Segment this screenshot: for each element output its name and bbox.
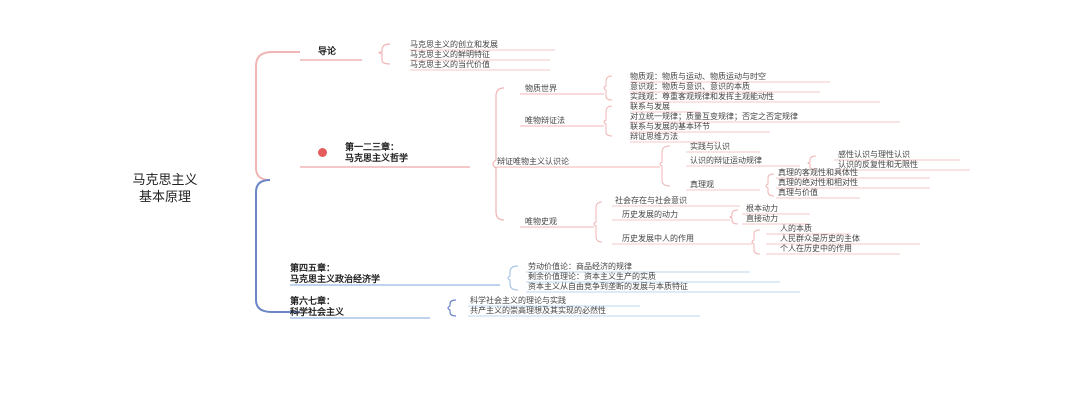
root-bracket-lower [255, 179, 300, 313]
dialectics-item-1: 联系与发展 [630, 102, 670, 111]
root-title-line2: 基本原理 [138, 190, 191, 205]
epistemology-practice: 实践与认识 [690, 142, 730, 151]
materialism-bracket [603, 75, 613, 101]
materialism-node[interactable]: 物质世界 [525, 84, 557, 93]
socialism-item-2: 共产主义的崇高理想及其实现的必然性 [470, 306, 606, 315]
socialism-bracket [447, 299, 457, 317]
root-title-line1: 马克思主义 [132, 173, 198, 188]
economics-item-1: 劳动价值论：商品经济的规律 [528, 262, 632, 271]
epistemology-truth[interactable]: 真理观 [690, 180, 714, 189]
motive-item-2: 直接动力 [746, 214, 778, 223]
socialism-label-line1: 第六七章： [290, 297, 336, 307]
materialism-item-2: 意识观：物质与意识、意识的本质 [630, 82, 750, 91]
dialectics-node[interactable]: 唯物辩证法 [525, 116, 565, 125]
historical-masses[interactable]: 历史发展中人的作用 [622, 234, 694, 243]
socialism-item-1: 科学社会主义的理论与实践 [470, 296, 566, 305]
epistemology-bracket [659, 145, 671, 187]
historical-node[interactable]: 唯物史观 [525, 217, 557, 226]
process-bracket [807, 155, 817, 171]
masses-item-2: 人民群众是历史的主体 [780, 234, 860, 243]
philosophy-label-line1: 第一二三章： [345, 143, 400, 153]
truth-bracket [765, 173, 775, 197]
socialism-node[interactable]: 第六七章： 科学社会主义 [290, 297, 344, 319]
historical-motive[interactable]: 历史发展的动力 [622, 210, 678, 219]
materialism-item-1: 物质观：物质与运动、物质运动与时空 [630, 72, 766, 81]
economics-label-line1: 第四五章： [290, 264, 336, 274]
dialectics-item-4: 辩证思维方法 [630, 132, 678, 141]
leaf-underlines [410, 49, 970, 255]
economics-item-3: 资本主义从自由竞争到垄断的发展与本质特征 [528, 282, 688, 291]
historical-bracket [593, 201, 603, 243]
philosophy-bracket [492, 87, 505, 221]
process-item-2: 认识的反复性和无限性 [838, 160, 918, 169]
dialectics-bracket [603, 105, 613, 137]
masses-item-1: 人的本质 [780, 224, 812, 233]
epistemology-process[interactable]: 认识的辩证运动规律 [690, 156, 762, 165]
masses-bracket [751, 229, 761, 255]
intro-item-1: 马克思主义的创立和发展 [410, 40, 498, 49]
intro-node[interactable]: 导论 [318, 47, 337, 57]
root-node[interactable]: 马克思主义 基本原理 [100, 172, 230, 206]
masses-item-3: 个人在历史中的作用 [780, 244, 852, 253]
truth-item-2: 真理的绝对性和相对性 [778, 178, 858, 187]
philosophy-label-line2: 马克思主义哲学 [345, 154, 409, 164]
economics-label-line2: 马克思主义政治经济学 [290, 275, 381, 285]
intro-item-2: 马克思主义的鲜明特征 [410, 50, 490, 59]
truth-item-1: 真理的客观性和具体性 [778, 168, 858, 177]
philosophy-node[interactable]: 第一二三章： 马克思主义哲学 [345, 143, 408, 165]
economics-bracket [507, 265, 519, 291]
philosophy-badge-icon [318, 148, 327, 157]
motive-item-1: 根本动力 [746, 204, 778, 213]
root-bracket-upper [255, 51, 300, 181]
dialectics-item-2: 对立统一规律；质量互变规律；否定之否定规律 [630, 112, 798, 121]
process-item-1: 感性认识与理性认识 [838, 150, 910, 159]
intro-item-3: 马克思主义的当代价值 [410, 60, 490, 69]
economics-item-2: 剩余价值理论：资本主义生产的实质 [528, 272, 656, 281]
dialectics-item-3: 联系与发展的基本环节 [630, 122, 710, 131]
motive-bracket [729, 209, 739, 225]
leaf-underlines-blue [468, 271, 800, 317]
economics-node[interactable]: 第四五章： 马克思主义政治经济学 [290, 264, 380, 286]
socialism-label-line2: 科学社会主义 [290, 308, 345, 318]
truth-item-3: 真理与价值 [778, 188, 818, 197]
materialism-item-3: 实践观：尊重客观规律和发挥主观能动性 [630, 92, 774, 101]
historical-social: 社会存在与社会意识 [615, 196, 687, 205]
intro-bracket [378, 43, 391, 65]
epistemology-node[interactable]: 辩证唯物主义认识论 [497, 157, 569, 166]
